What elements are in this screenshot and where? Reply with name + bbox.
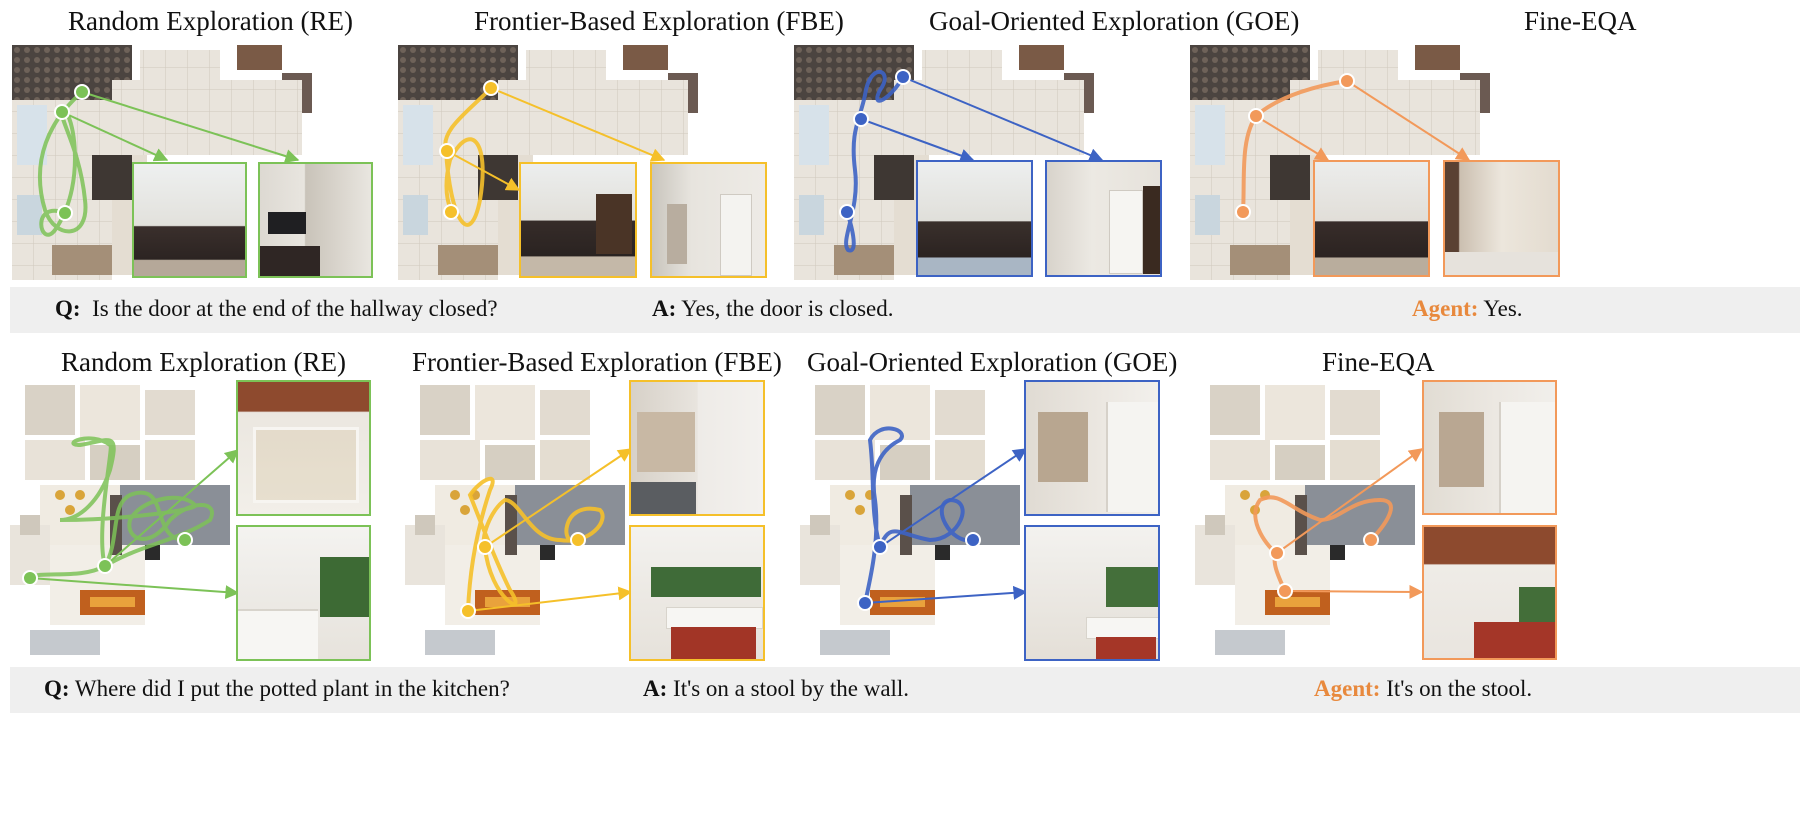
row1-goe-start — [839, 204, 855, 220]
row2-answer-label: A: — [643, 676, 668, 701]
row2-title-fbe: Frontier-Based Exploration (FBE) — [412, 347, 782, 377]
row2-fine-trajectory — [1253, 495, 1393, 592]
row2-question: Q: Where did I put the potted plant in t… — [44, 676, 510, 702]
row2-answer-text: It's on a stool by the wall. — [673, 676, 910, 701]
row1-fine-view-2 — [1443, 160, 1560, 277]
row1-question-text: Is the door at the end of the hallway cl… — [92, 296, 498, 321]
row1-graphics — [12, 45, 1490, 280]
row2-re-trajectory — [28, 436, 214, 580]
row2-fine-map — [1195, 385, 1415, 655]
row2-fbe-trajectory — [466, 476, 605, 612]
row1-re-point — [54, 104, 70, 120]
row1-answer: A: Yes, the door is closed. — [652, 296, 894, 322]
row2-fine-point — [1269, 545, 1285, 561]
row2-goe-view-2 — [1024, 525, 1160, 661]
row1-re-arrow-1 — [81, 91, 300, 163]
row2-fbe-arrow-2 — [467, 586, 633, 612]
row1-fine-start — [1235, 204, 1251, 220]
row2-fine-arrow-2 — [1284, 584, 1424, 599]
row2-title-re: Random Exploration (RE) — [61, 347, 346, 377]
row1-fine-point — [1248, 108, 1264, 124]
row2-re-point — [97, 558, 113, 574]
row1-question-label: Q: — [55, 296, 81, 321]
row1-agent-text: Yes. — [1483, 296, 1523, 321]
row2-re-point — [22, 570, 38, 586]
row1-re-start — [57, 205, 73, 221]
row2-re-arrow-1 — [104, 449, 240, 567]
row2-title-fine: Fine-EQA — [1322, 347, 1435, 377]
row2-answer: A: It's on a stool by the wall. — [643, 676, 909, 702]
row1-fine-view-1 — [1313, 160, 1430, 277]
row2-fbe-map — [405, 385, 625, 655]
row1-fbe-arrow-1 — [490, 87, 666, 162]
row1-title-fbe: Frontier-Based Exploration (FBE) — [474, 6, 844, 36]
row2-fbe-arrow-1 — [484, 448, 633, 548]
row1-re-view-2 — [258, 162, 373, 278]
row1-goe-point — [853, 111, 869, 127]
row1-re-arrow-2 — [61, 111, 169, 162]
row2-fine-start — [1363, 532, 1379, 548]
row2-goe-arrow-2 — [864, 585, 1028, 604]
row1-goe-view-2 — [1045, 160, 1162, 277]
row2-fbe-point — [460, 603, 476, 619]
row1-fbe-trajectory — [443, 86, 493, 227]
row1-qa-bar — [10, 287, 1800, 333]
row2-goe-view-1 — [1024, 380, 1160, 516]
row1-goe-view-1 — [916, 160, 1033, 277]
row2-agent-label: Agent: — [1314, 676, 1381, 701]
row2-re-view-1 — [236, 380, 371, 516]
row1-goe-point — [895, 69, 911, 85]
row1-re-view-1 — [132, 162, 247, 278]
row1-fbe-view-2 — [650, 162, 767, 278]
row2-goe-point — [857, 595, 873, 611]
row2-agent: Agent: It's on the stool. — [1314, 676, 1532, 702]
row2-fbe-start — [570, 532, 586, 548]
row1-title-fine: Fine-EQA — [1524, 6, 1637, 36]
row2-question-text: Where did I put the potted plant in the … — [74, 676, 510, 701]
row2-re-view-2 — [236, 525, 371, 661]
row2-fine-arrow-1 — [1276, 448, 1424, 554]
row1-fbe-point — [439, 143, 455, 159]
row1-title-goe: Goal-Oriented Exploration (GOE) — [929, 6, 1300, 36]
row2-goe-start — [965, 532, 981, 548]
row1-question: Q: Is the door at the end of the hallway… — [55, 296, 498, 322]
row1-fbe-point — [483, 80, 499, 96]
row2-re-map — [10, 385, 230, 655]
row2-fbe-view-1 — [629, 380, 765, 516]
row1-goe-arrow-2 — [860, 118, 975, 163]
row2-fbe-point — [477, 539, 493, 555]
row1-fine-point — [1339, 73, 1355, 89]
row1-re-point — [74, 84, 90, 100]
row1-fine-arrow-2 — [1255, 115, 1330, 161]
row1-answer-text: Yes, the door is closed. — [681, 296, 894, 321]
row2-fine-point — [1277, 583, 1293, 599]
row2-title-goe: Goal-Oriented Exploration (GOE) — [807, 347, 1178, 377]
row1-answer-label: A: — [652, 296, 677, 321]
row1-agent-label: Agent: — [1412, 296, 1479, 321]
row2-re-start — [177, 532, 193, 548]
row1-title-re: Random Exploration (RE) — [68, 6, 353, 36]
row2-goe-point — [872, 539, 888, 555]
row1-fine-arrow-1 — [1346, 80, 1471, 161]
row1-goe-arrow-1 — [902, 76, 1104, 162]
row1-agent: Agent: Yes. — [1412, 296, 1523, 322]
row1-re-trajectory — [37, 90, 88, 237]
row2-goe-arrow-1 — [879, 448, 1028, 548]
row2-agent-text: It's on the stool. — [1386, 676, 1533, 701]
row1-fbe-arrow-2 — [446, 150, 521, 191]
row2-fbe-view-2 — [629, 525, 765, 661]
row2-goe-map — [800, 385, 1020, 655]
row2-qa-bar — [10, 667, 1800, 713]
row2-fine-view-2 — [1422, 525, 1557, 660]
row2-goe-trajectory — [863, 426, 974, 604]
row2-question-label: Q: — [44, 676, 70, 701]
row2-fine-view-1 — [1422, 380, 1557, 515]
row1-fbe-view-1 — [519, 162, 637, 278]
row1-fbe-start — [443, 204, 459, 220]
row2-re-arrow-2 — [29, 577, 240, 600]
